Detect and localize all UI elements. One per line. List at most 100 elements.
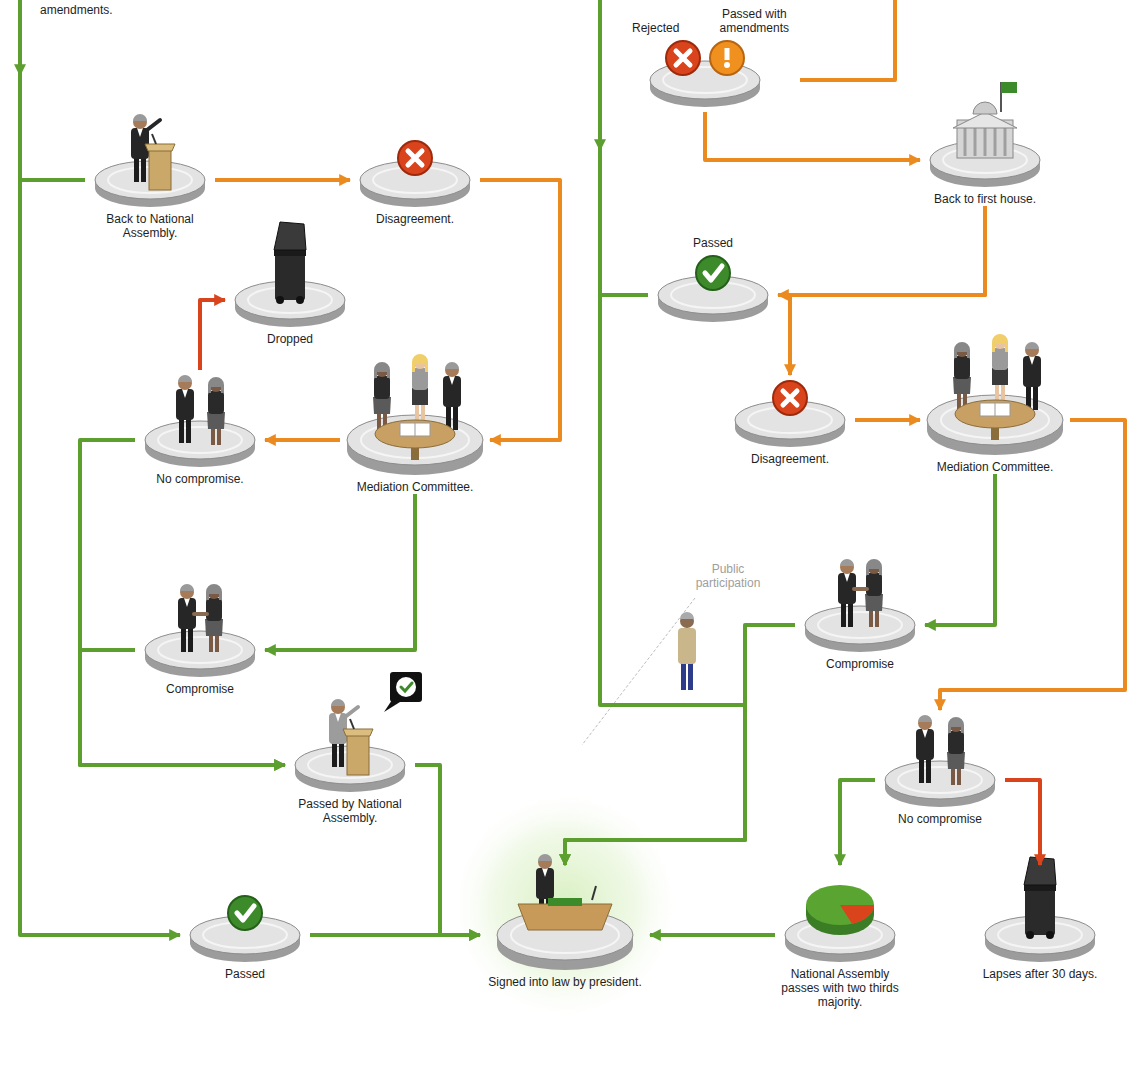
flow-connector	[215, 178, 350, 182]
station-caption-group: Rejected Passed with amendments	[610, 7, 800, 35]
station-caption-group: Passed	[180, 967, 310, 981]
platform	[805, 606, 915, 652]
gesture-arm	[345, 707, 358, 717]
desk-blotter	[548, 898, 582, 906]
process-station: Mediation Committee.	[920, 350, 1070, 474]
station-caption: Passed by National Assembly.	[287, 797, 413, 825]
process-station: Compromise	[795, 555, 925, 671]
feed-lines	[20, 0, 895, 295]
station-caption-group: Mediation Committee.	[340, 480, 490, 494]
process-station: Dropped	[225, 230, 355, 346]
mediator-figure	[992, 334, 1008, 404]
station-caption: Mediation Committee.	[342, 480, 488, 494]
man-figure	[838, 559, 856, 627]
process-station: Passed	[648, 236, 778, 327]
pass-icon	[696, 256, 730, 290]
station-caption-group: No compromise.	[135, 472, 265, 486]
flow-connector	[200, 300, 225, 370]
flow-connector	[480, 180, 560, 440]
platform	[145, 631, 255, 677]
podium	[145, 134, 175, 190]
station-caption-group: National Assembly passes with two thirds…	[775, 967, 905, 1009]
station-caption: Passed with amendments	[711, 7, 798, 35]
platform-space	[725, 375, 855, 452]
flow-line	[598, 0, 602, 150]
flow-connector	[778, 206, 985, 295]
man-figure	[178, 584, 196, 652]
station-caption-group: No compromise	[875, 812, 1005, 826]
flow-connector	[310, 933, 480, 937]
woman-figure	[207, 377, 225, 445]
flow-connector	[855, 418, 920, 422]
station-10-art	[145, 584, 255, 677]
citizen-legs	[688, 660, 693, 690]
station-17-art	[985, 857, 1095, 962]
station-caption: Passed	[182, 967, 308, 981]
handshake	[194, 612, 207, 616]
station-caption-group: Signed into law by president.	[480, 975, 650, 989]
station-caption: Mediation Committee.	[922, 460, 1068, 474]
desk	[518, 904, 612, 930]
station-1-art	[95, 0, 205, 207]
platform-space	[875, 710, 1005, 812]
platform-space	[920, 350, 1070, 460]
platform-space	[85, 110, 215, 212]
round-table	[955, 400, 1035, 440]
platform	[650, 61, 760, 107]
platform-space	[610, 35, 800, 112]
process-station: Lapses after 30 days.	[975, 865, 1105, 981]
platform-space	[225, 230, 355, 332]
pie-top	[806, 885, 874, 925]
waste-bin	[1024, 857, 1056, 939]
platform-space	[920, 90, 1050, 192]
pass-icon	[228, 896, 262, 930]
man-figure	[1023, 342, 1041, 410]
reject-icon	[398, 141, 432, 175]
building-columns	[965, 128, 1005, 156]
station-caption: Compromise	[137, 682, 263, 696]
process-station: Back to National Assembly.	[85, 110, 215, 240]
flow-connector	[650, 933, 775, 937]
process-station: Back to first house.	[920, 90, 1050, 206]
platform-space	[135, 370, 265, 472]
station-caption: National Assembly passes with two thirds…	[777, 967, 903, 1009]
platform-space	[480, 865, 650, 975]
process-station: Passed by National Assembly.	[285, 695, 415, 825]
station-caption: No compromise.	[137, 472, 263, 486]
station-5-art	[658, 256, 768, 322]
flow-line	[800, 0, 895, 80]
reject-icon	[666, 41, 700, 75]
station-caption: Rejected	[612, 21, 699, 35]
flow-connector	[265, 494, 415, 650]
station-9-art	[927, 334, 1063, 455]
flow-connector	[705, 112, 920, 160]
station-15-art	[497, 854, 633, 970]
flow-connector	[415, 765, 480, 935]
woman-figure	[947, 717, 965, 785]
bubble-check-ground	[396, 677, 416, 697]
station-11-art	[805, 559, 915, 652]
mediator-figure	[412, 354, 428, 424]
station-caption-group: Disagreement.	[350, 212, 480, 226]
pie-slice	[840, 905, 874, 924]
handshake	[854, 587, 867, 591]
station-caption-group: Passed	[648, 236, 778, 250]
round-table	[375, 420, 455, 460]
station-3-art	[930, 82, 1040, 187]
platform-space	[350, 135, 480, 212]
process-station: Disagreement.	[725, 375, 855, 466]
flow-line	[18, 75, 22, 180]
citizen-legs	[681, 660, 686, 690]
woman-figure	[373, 362, 391, 430]
process-station: Disagreement.	[350, 135, 480, 226]
station-16-art	[785, 885, 895, 962]
building-dome	[973, 102, 997, 114]
bubble-check	[401, 683, 412, 691]
platform-space	[135, 580, 265, 682]
station-caption: Dropped	[227, 332, 353, 346]
station-caption: Back to first house.	[922, 192, 1048, 206]
station-caption: Signed into law by president.	[482, 975, 648, 989]
citizen-hair	[680, 612, 694, 619]
process-station: Compromise	[135, 580, 265, 696]
